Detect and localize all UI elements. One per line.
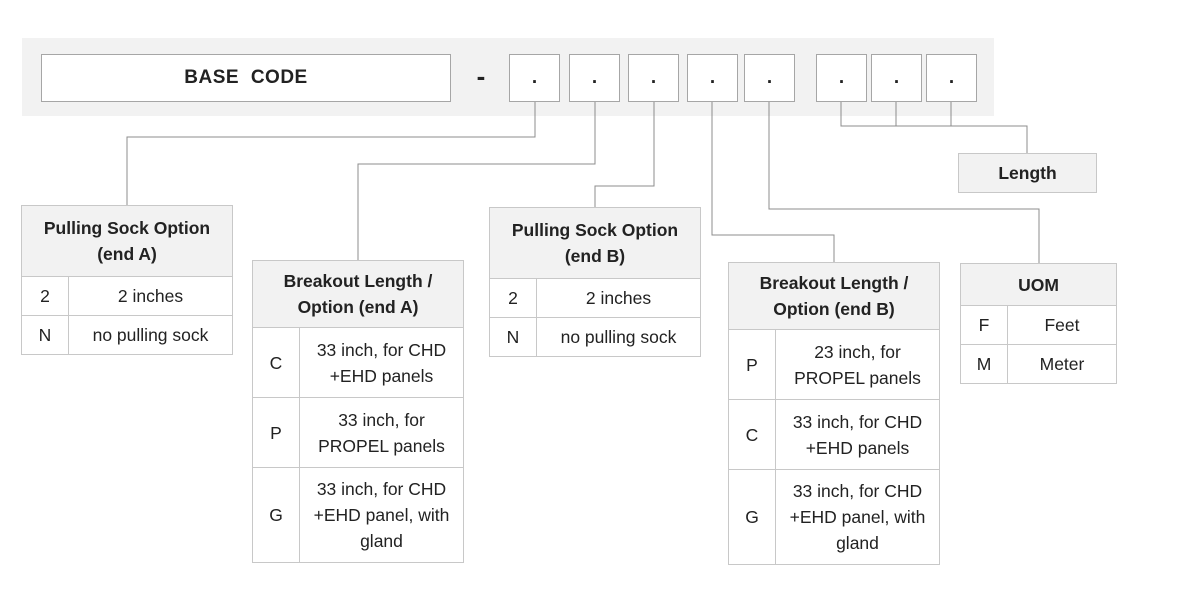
length-label: Length: [998, 162, 1057, 183]
slot-uom: .: [744, 54, 795, 102]
breakout-a-title: Breakout Length / Option (end A): [252, 260, 464, 328]
table-row: P 23 inch, for PROPEL panels: [728, 329, 940, 400]
slot-length-2: .: [871, 54, 922, 102]
breakout-b-code: P: [728, 329, 776, 400]
breakout-b-code: C: [728, 399, 776, 470]
sock-b-desc: 2 inches: [536, 278, 701, 318]
sock-b-desc: no pulling sock: [536, 317, 701, 357]
connector-breakout-a: [357, 102, 596, 260]
table-row: M Meter: [960, 344, 1117, 384]
sock-b-code: 2: [489, 278, 537, 318]
breakout-a-table: Breakout Length / Option (end A) C 33 in…: [252, 260, 464, 563]
breakout-a-desc: 33 inch, for PROPEL panels: [299, 397, 464, 468]
table-row: F Feet: [960, 305, 1117, 345]
base-code-label: BASE CODE: [184, 67, 308, 88]
breakout-a-desc: 33 inch, for CHD +EHD panel, with gland: [299, 467, 464, 563]
table-row: G 33 inch, for CHD +EHD panel, with glan…: [252, 467, 464, 563]
sock-a-title: Pulling Sock Option (end A): [21, 205, 233, 277]
sock-a-desc: 2 inches: [68, 276, 233, 316]
breakout-b-title: Breakout Length / Option (end B): [728, 262, 940, 330]
base-code-box: BASE CODE: [41, 54, 451, 102]
table-row: N no pulling sock: [21, 315, 233, 355]
connector-sock-a: [126, 102, 536, 205]
sock-b-table: Pulling Sock Option (end B) 2 2 inches N…: [489, 207, 701, 357]
uom-desc: Feet: [1007, 305, 1117, 345]
uom-table: UOM F Feet M Meter: [960, 263, 1117, 384]
breakout-a-code: C: [252, 327, 300, 398]
breakout-b-desc: 23 inch, for PROPEL panels: [775, 329, 940, 400]
table-row: C 33 inch, for CHD +EHD panels: [728, 399, 940, 470]
breakout-a-desc: 33 inch, for CHD +EHD panels: [299, 327, 464, 398]
breakout-b-desc: 33 inch, for CHD +EHD panel, with gland: [775, 469, 940, 565]
breakout-b-desc: 33 inch, for CHD +EHD panels: [775, 399, 940, 470]
table-row: 2 2 inches: [21, 276, 233, 316]
sock-a-desc: no pulling sock: [68, 315, 233, 355]
uom-desc: Meter: [1007, 344, 1117, 384]
connector-uom: [768, 102, 1040, 263]
sock-a-code: N: [21, 315, 69, 355]
connector-sock-b: [594, 102, 655, 207]
slot-sock-b: .: [628, 54, 679, 102]
sock-b-title: Pulling Sock Option (end B): [489, 207, 701, 279]
slot-breakout-a: .: [569, 54, 620, 102]
table-row: C 33 inch, for CHD +EHD panels: [252, 327, 464, 398]
connector-length: [840, 102, 1028, 153]
table-row: P 33 inch, for PROPEL panels: [252, 397, 464, 468]
uom-code: M: [960, 344, 1008, 384]
slot-sock-a: .: [509, 54, 560, 102]
slot-length-3: .: [926, 54, 977, 102]
table-row: G 33 inch, for CHD +EHD panel, with glan…: [728, 469, 940, 565]
sock-a-code: 2: [21, 276, 69, 316]
code-dash: -: [476, 60, 486, 91]
table-row: 2 2 inches: [489, 278, 701, 318]
table-row: N no pulling sock: [489, 317, 701, 357]
breakout-a-code: P: [252, 397, 300, 468]
sock-a-table: Pulling Sock Option (end A) 2 2 inches N…: [21, 205, 233, 355]
breakout-b-table: Breakout Length / Option (end B) P 23 in…: [728, 262, 940, 565]
slot-length-1: .: [816, 54, 867, 102]
breakout-b-code: G: [728, 469, 776, 565]
uom-title: UOM: [960, 263, 1117, 306]
sock-b-code: N: [489, 317, 537, 357]
breakout-a-code: G: [252, 467, 300, 563]
uom-code: F: [960, 305, 1008, 345]
length-label-box: Length: [958, 153, 1097, 193]
connector-breakout-b: [711, 102, 835, 262]
slot-breakout-b: .: [687, 54, 738, 102]
